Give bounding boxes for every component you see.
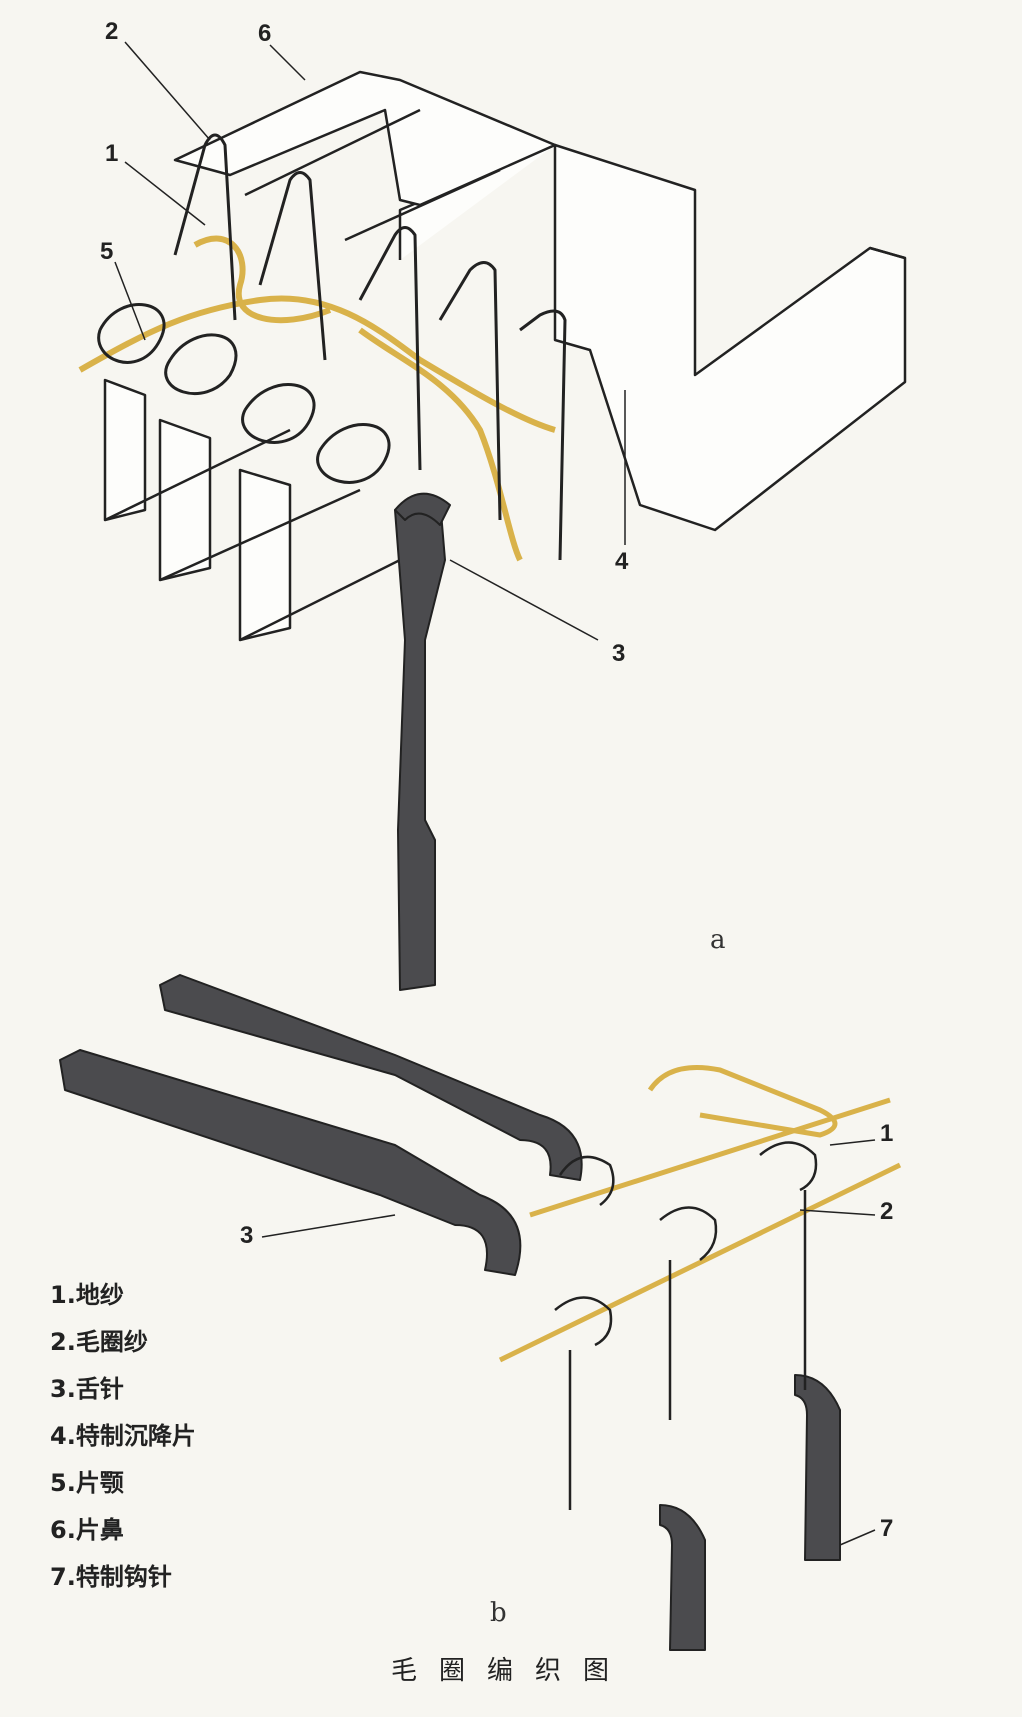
diagram-b xyxy=(59,974,902,1651)
legend: 1.地纱 2.毛圈纱 3.舌针 4.特制沉降片 5.片颚 6.片鼻 7.特制钩针 xyxy=(50,1272,196,1601)
callout-a-6: 6 xyxy=(258,20,272,47)
callout-a-4: 4 xyxy=(615,548,629,575)
callout-a-1: 1 xyxy=(105,140,119,167)
legend-item: 2.毛圈纱 xyxy=(50,1328,148,1356)
subfigure-label-a: a xyxy=(710,925,726,955)
ground-yarn-b xyxy=(498,1065,902,1363)
diagram-a xyxy=(78,41,907,991)
callout-a-5: 5 xyxy=(100,238,114,265)
callout-b-3: 3 xyxy=(240,1222,254,1249)
latch-needles-b xyxy=(59,974,841,1651)
callout-b-7: 7 xyxy=(880,1515,894,1542)
legend-item: 7.特制钩针 xyxy=(50,1563,172,1591)
legend-item: 6.片鼻 xyxy=(50,1516,124,1544)
sinker-plates xyxy=(103,70,557,642)
callout-lines-b xyxy=(261,1139,876,1546)
subfigure-label-b: b xyxy=(490,1598,507,1628)
legend-item: 5.片颚 xyxy=(50,1469,124,1497)
callout-a-2: 2 xyxy=(105,18,119,45)
latch-needle-a xyxy=(394,492,451,991)
legend-item: 1.地纱 xyxy=(50,1281,124,1309)
figure-caption: 毛圈编织图 xyxy=(390,1656,631,1686)
callout-a-3: 3 xyxy=(612,640,626,667)
loop-yarn-b xyxy=(554,1141,818,1510)
legend-item: 4.特制沉降片 xyxy=(50,1422,196,1450)
callout-lines-a xyxy=(114,41,626,641)
loop-yarn-a xyxy=(97,133,567,561)
sinker-block xyxy=(398,143,907,532)
callout-b-2: 2 xyxy=(880,1198,894,1225)
legend-item: 3.舌针 xyxy=(50,1375,124,1403)
callout-b-1: 1 xyxy=(880,1120,894,1147)
